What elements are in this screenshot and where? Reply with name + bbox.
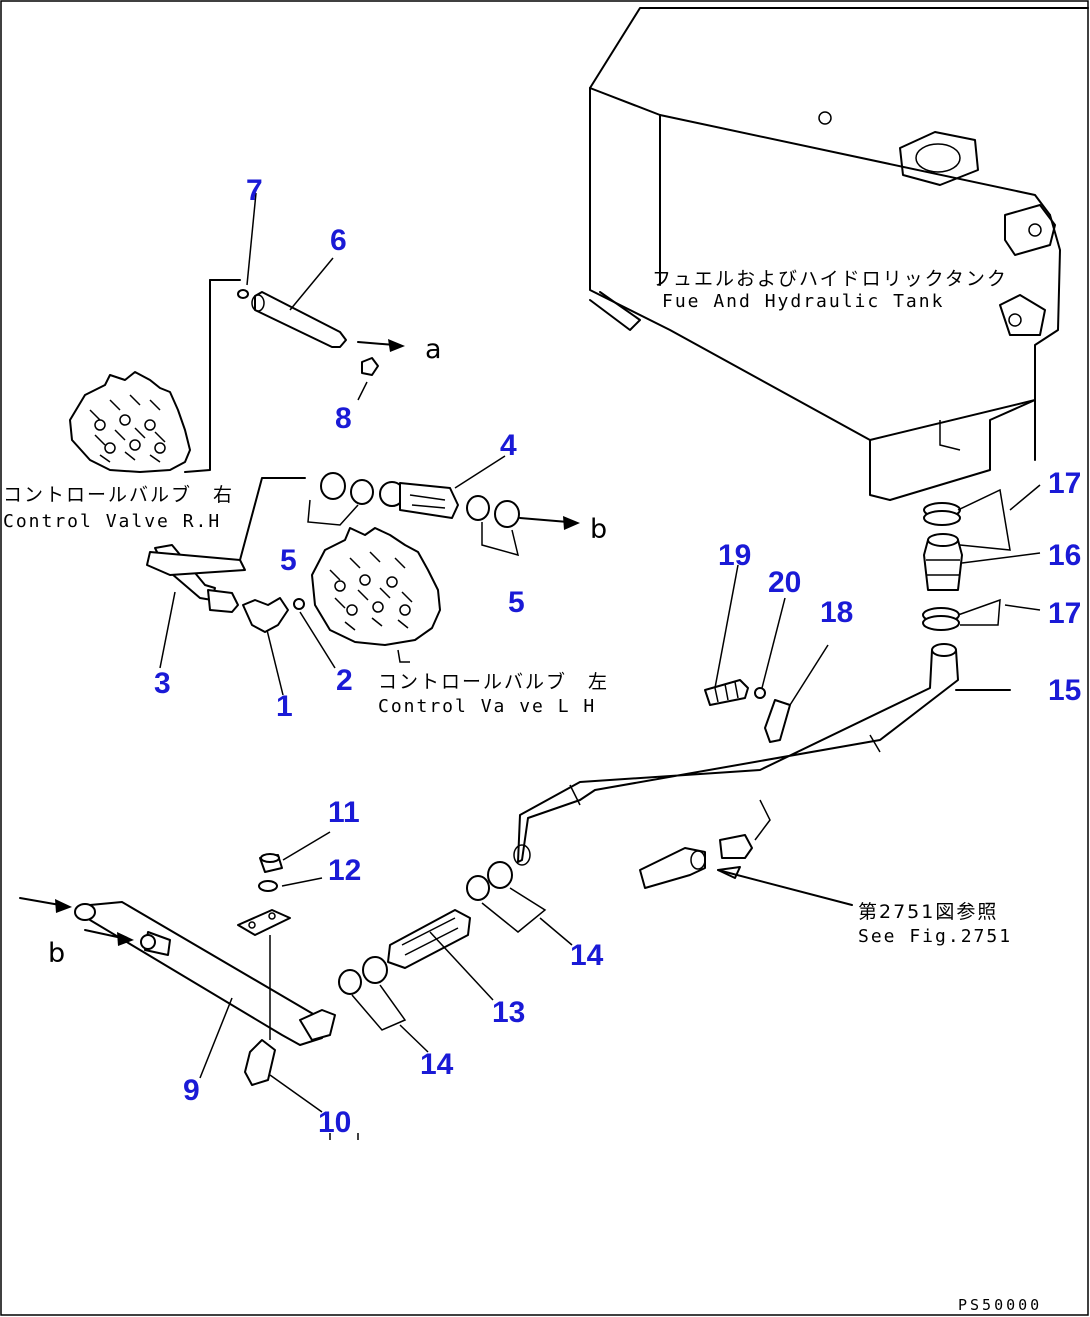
callout-12: 12 xyxy=(328,854,361,887)
control-valve-lh xyxy=(311,527,441,663)
see-fig-label-jp: 第2751図参照 xyxy=(858,901,998,923)
callout-17-top: 17 xyxy=(1048,467,1081,500)
fuel-hydraulic-tank xyxy=(589,7,1089,501)
parts-18-19-20 xyxy=(704,564,829,743)
drawing-code: PS50000 xyxy=(958,1296,1042,1314)
see-fig-label-en: See Fig.2751 xyxy=(858,926,1012,947)
pointer-a: a xyxy=(425,334,442,365)
callout-10: 10 xyxy=(318,1106,351,1139)
tank-label-jp: フュエルおよびハイドロリックタンク xyxy=(652,268,1008,290)
callout-11: 11 xyxy=(328,796,360,829)
pointer-b-lower: b xyxy=(48,938,65,969)
callout-16: 16 xyxy=(1048,539,1081,572)
callout-20: 20 xyxy=(768,566,801,599)
callout-8: 8 xyxy=(335,402,352,435)
parts-4-5 xyxy=(307,455,520,557)
parts-15-16-17 xyxy=(513,484,1041,866)
callout-14-right: 14 xyxy=(570,939,604,972)
arrow-b-lower-1 xyxy=(55,899,72,913)
arrow-b-lower-2 xyxy=(117,932,134,946)
arrow-b-upper xyxy=(563,516,580,530)
flow-arrows xyxy=(19,339,580,946)
callout-9: 9 xyxy=(183,1074,200,1107)
callout-17-bottom: 17 xyxy=(1048,597,1081,630)
callout-7: 7 xyxy=(246,174,263,207)
parts-9-12 xyxy=(74,831,359,1140)
callout-4: 4 xyxy=(500,429,517,462)
pointer-b-upper: b xyxy=(590,514,607,545)
control-valve-lh-label-en: Control Va ve L H xyxy=(378,696,596,717)
control-valve-rh-label-jp: コントロールバルブ 右 xyxy=(3,483,234,506)
tank-label-en: Fue And Hydraulic Tank xyxy=(662,291,944,312)
callout-1: 1 xyxy=(276,690,293,723)
callout-6: 6 xyxy=(330,224,347,257)
callout-18: 18 xyxy=(820,596,853,629)
parts-6-7-8 xyxy=(184,192,379,473)
arrow-a xyxy=(388,339,405,352)
callout-14-left: 14 xyxy=(420,1048,454,1081)
parts-1-2-3 xyxy=(146,477,336,696)
control-valve-rh-label-en: Control Valve R.H xyxy=(3,511,221,532)
control-valve-lh-label-jp: コントロールバルブ 左 xyxy=(378,670,609,693)
callout-5-left: 5 xyxy=(280,544,297,577)
control-valve-rh xyxy=(69,371,191,473)
callout-3: 3 xyxy=(154,667,171,700)
callout-5-right: 5 xyxy=(508,586,525,619)
callout-15: 15 xyxy=(1048,674,1081,707)
fitting-ref-2751 xyxy=(639,799,853,906)
callout-13: 13 xyxy=(492,996,525,1029)
callout-19: 19 xyxy=(718,539,751,572)
callout-2: 2 xyxy=(336,664,353,697)
parts-13-14 xyxy=(338,861,573,1053)
